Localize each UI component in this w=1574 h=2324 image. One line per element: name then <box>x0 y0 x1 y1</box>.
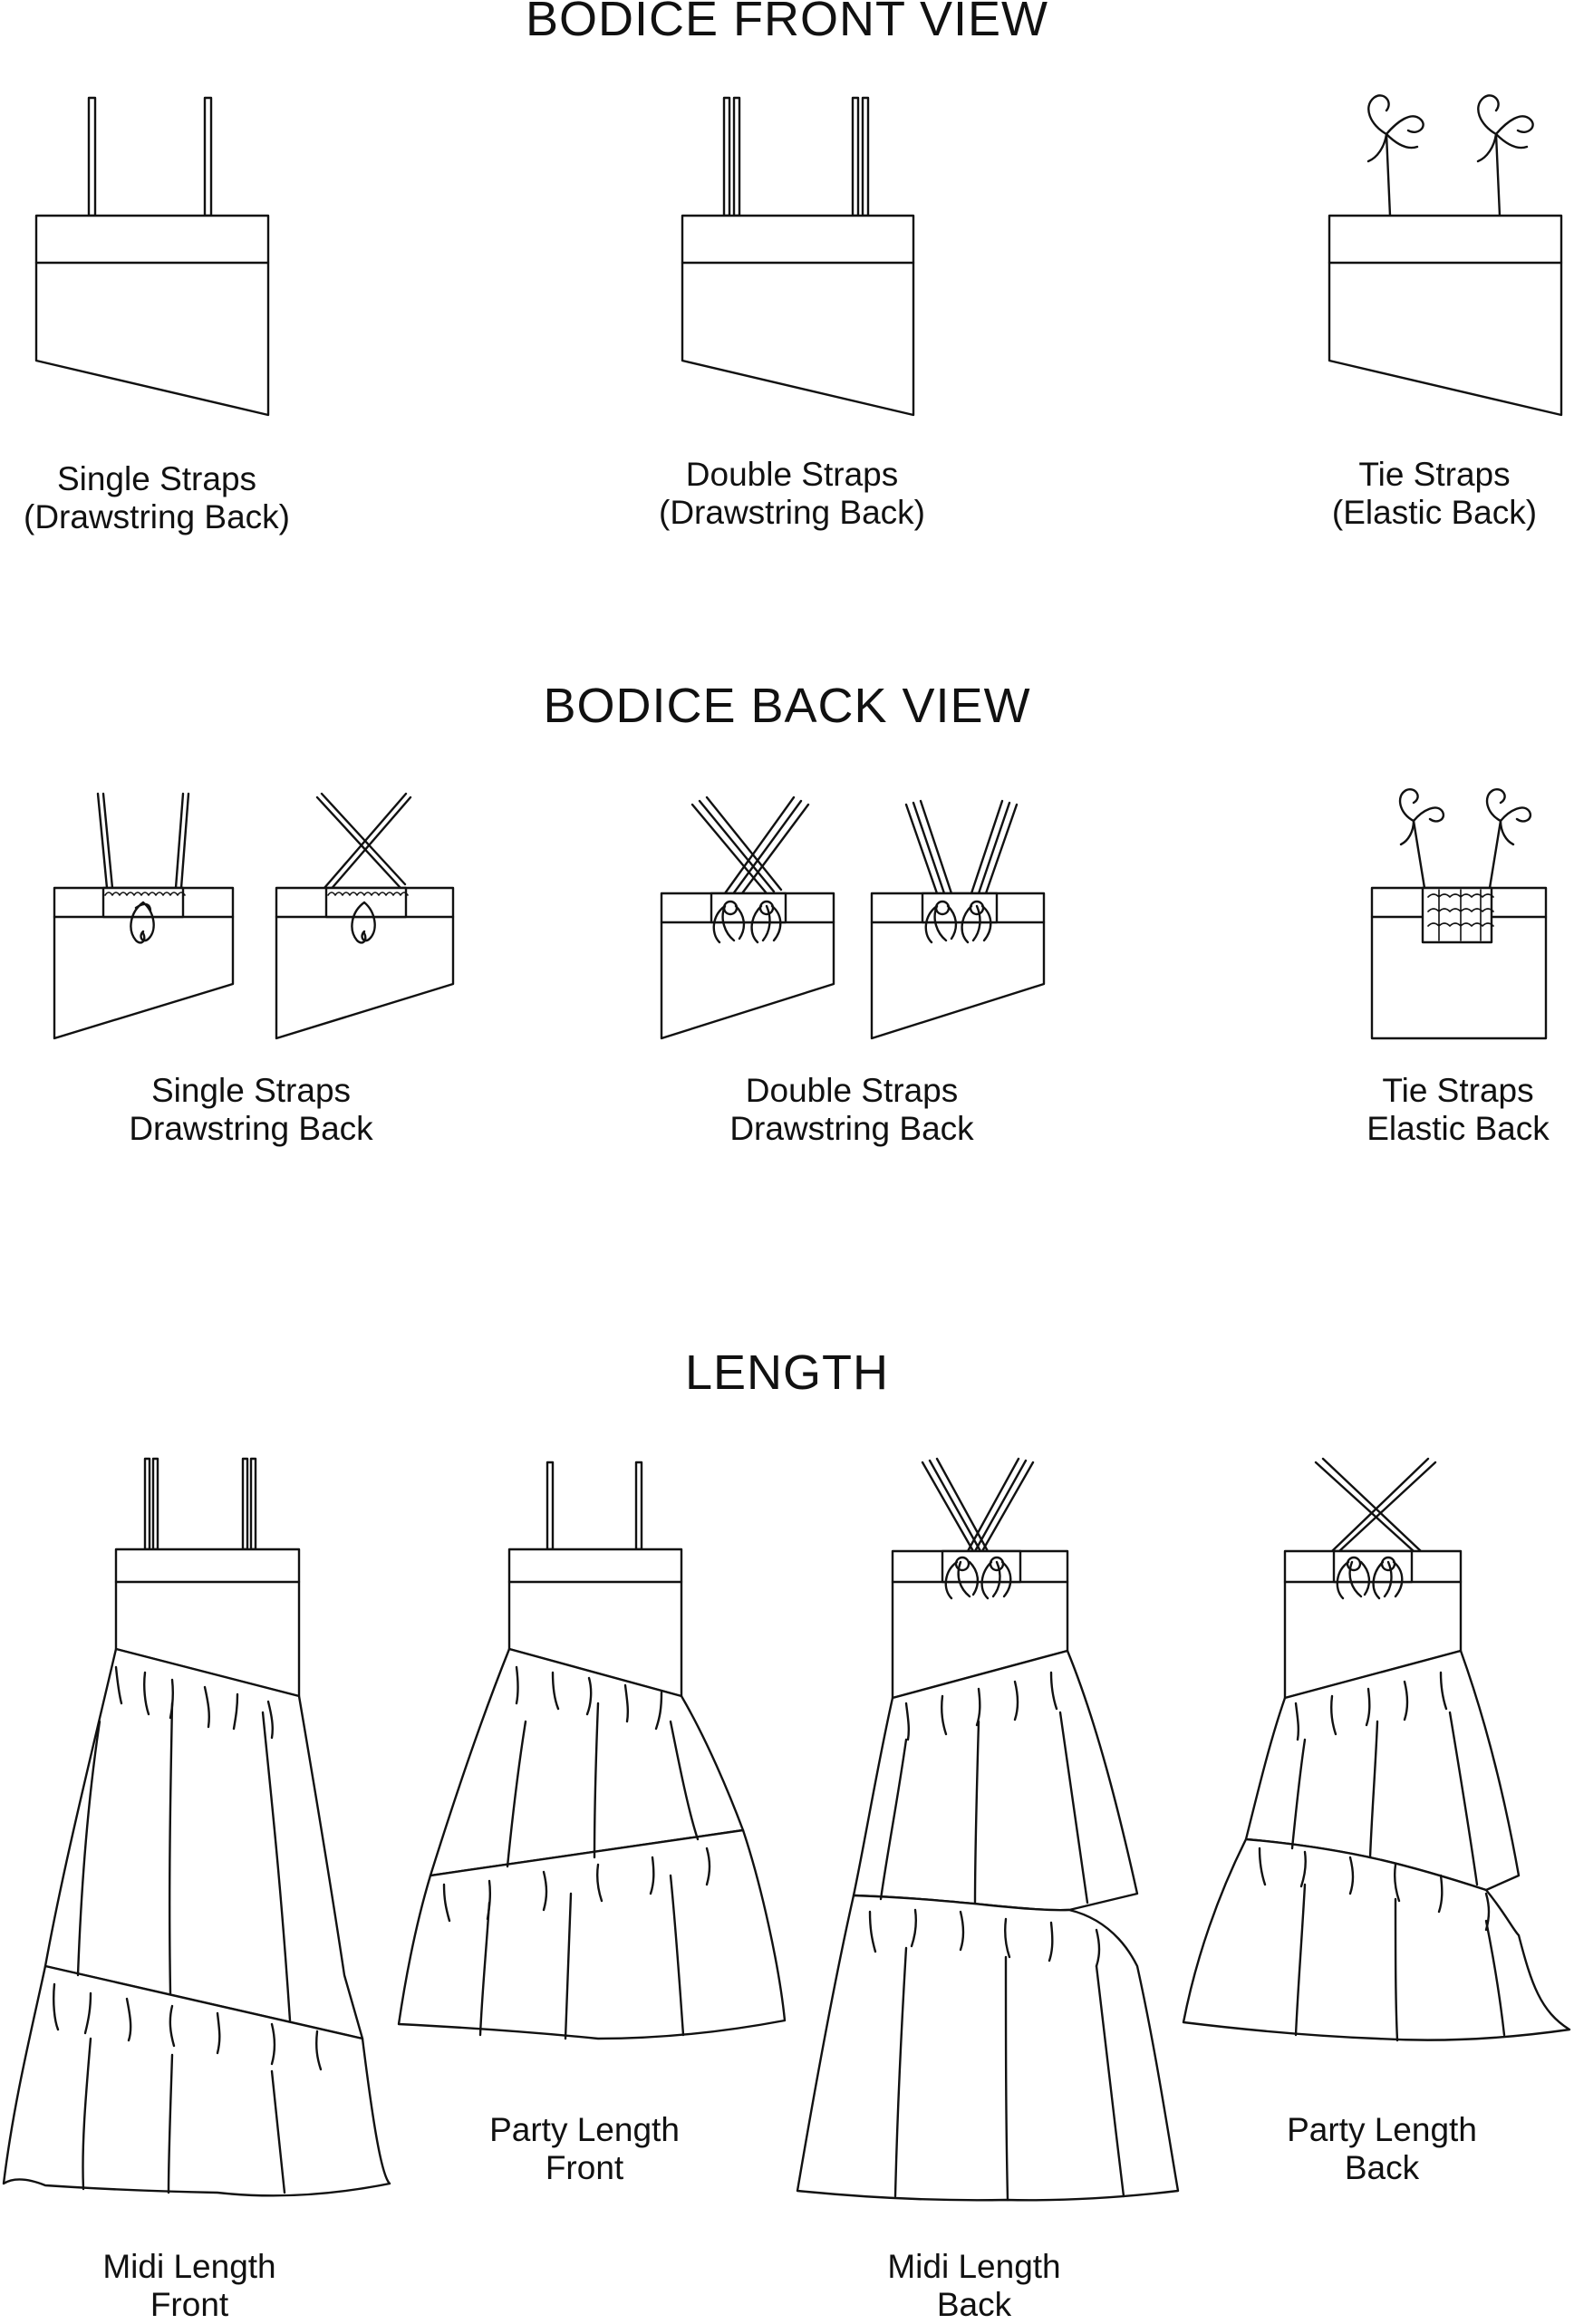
label-party-length-front: Party Length Front <box>421 2111 748 2187</box>
label-midi-length-back: Midi Length Back <box>811 2248 1137 2324</box>
heading-bodice-back-view: BODICE BACK VIEW <box>543 679 1031 733</box>
label-line-1: Single Straps <box>150 1072 352 1109</box>
label-back-single-straps: Single Straps Drawstring Back <box>88 1072 414 1148</box>
label-midi-length-front: Midi Length Front <box>26 2248 352 2324</box>
label-line-2: (Elastic Back) <box>1331 494 1538 531</box>
bodice-front-double-straps <box>681 96 915 417</box>
label-line-1: Party Length <box>1287 2111 1477 2148</box>
label-line-2: Front <box>150 2286 229 2323</box>
bodice-back-tie-straps <box>1370 788 1548 1040</box>
label-back-tie-straps: Tie Straps Elastic Back <box>1295 1072 1574 1148</box>
label-line-2: (Drawstring Back) <box>24 498 290 535</box>
label-line-2: Back <box>1344 2149 1420 2186</box>
dress-midi-length-back <box>796 1457 1180 2202</box>
label-line-2: Elastic Back <box>1366 1110 1550 1147</box>
bodice-back-double-straps-a <box>660 796 835 1040</box>
label-line-1: Midi Length <box>887 2248 1061 2285</box>
dress-party-length-front <box>397 1461 787 2040</box>
label-line-1: Tie Straps <box>1358 456 1511 493</box>
bodice-front-single-straps <box>34 96 270 417</box>
bodice-back-single-straps-a <box>53 792 235 1040</box>
label-line-2: Back <box>936 2286 1012 2323</box>
bodice-back-double-straps-b <box>870 799 1046 1040</box>
label-back-double-straps: Double Straps Drawstring Back <box>689 1072 1015 1148</box>
bodice-front-tie-straps <box>1328 94 1563 417</box>
label-party-length-back: Party Length Back <box>1219 2111 1545 2187</box>
label-line-2: (Drawstring Back) <box>659 494 925 531</box>
dress-party-length-back <box>1182 1457 1571 2042</box>
label-line-1: Single Straps <box>56 460 257 497</box>
label-front-tie-straps: Tie Straps (Elastic Back) <box>1271 456 1574 532</box>
bodice-back-single-straps-b <box>275 792 455 1040</box>
label-line-1: Party Length <box>489 2111 680 2148</box>
label-line-1: Tie Straps <box>1382 1072 1534 1109</box>
label-line-1: Double Straps <box>745 1072 959 1109</box>
heading-bodice-front-view: BODICE FRONT VIEW <box>525 0 1049 46</box>
label-line-2: Drawstring Back <box>129 1110 373 1147</box>
label-line-2: Front <box>545 2149 624 2186</box>
label-front-double-straps: Double Straps (Drawstring Back) <box>629 456 955 532</box>
heading-length: LENGTH <box>684 1345 890 1400</box>
label-front-single-straps: Single Straps (Drawstring Back) <box>0 460 320 536</box>
label-line-1: Midi Length <box>102 2248 276 2285</box>
label-line-2: Drawstring Back <box>729 1110 974 1147</box>
label-line-1: Double Straps <box>685 456 899 493</box>
dress-midi-length-front <box>2 1457 391 2197</box>
